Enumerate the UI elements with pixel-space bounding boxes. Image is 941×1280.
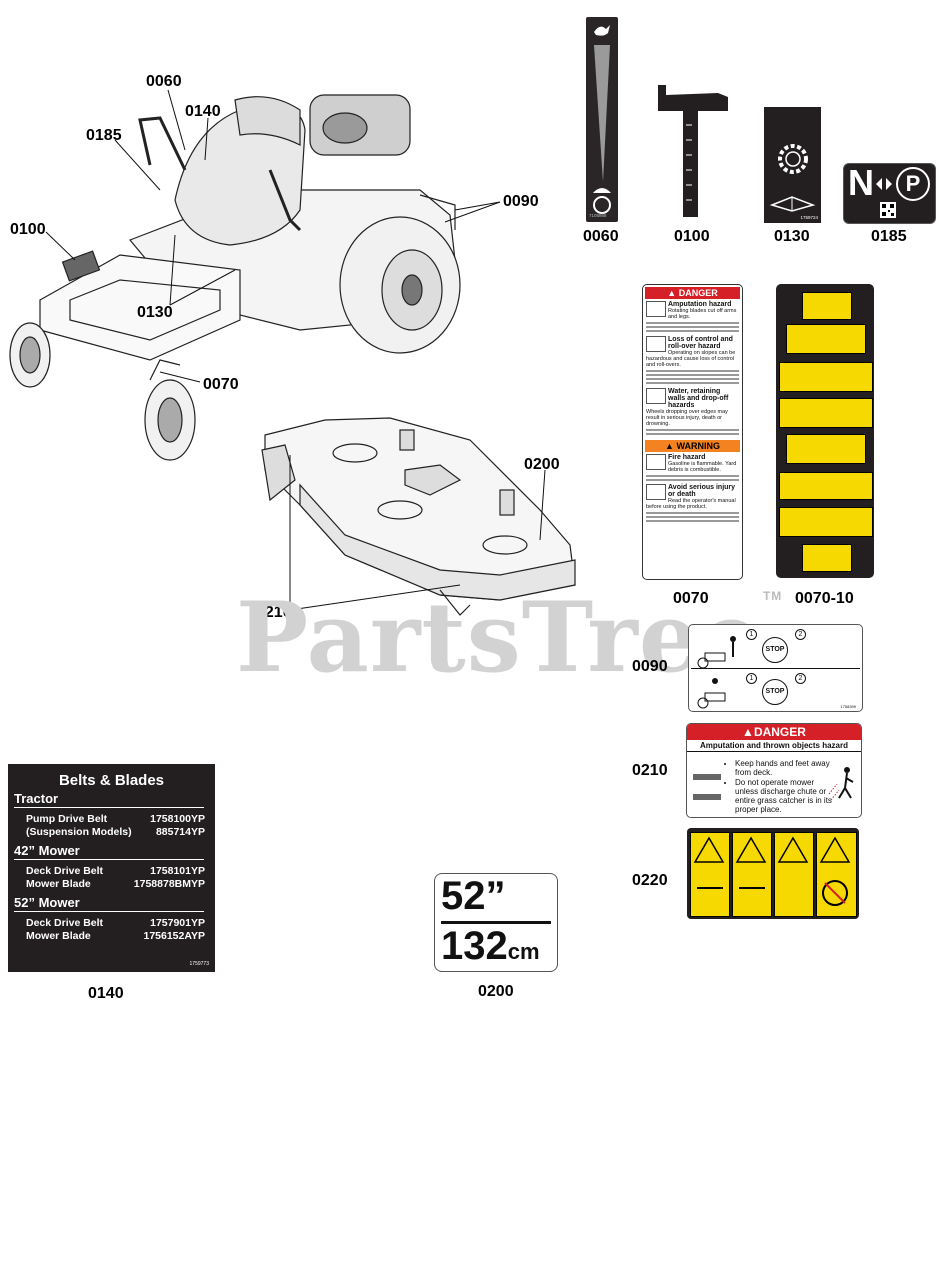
decal-0090-code: 1758399	[840, 704, 856, 709]
step-1-marker-b: 1	[746, 673, 757, 684]
danger-header: ▲ DANGER	[645, 287, 740, 299]
danger-header-0210: ▲DANGER	[687, 724, 861, 740]
decal-0140-code: 1759773	[189, 961, 209, 967]
decal-0090-stop: 1 STOP 2 1 STOP 2 1758399	[688, 624, 863, 712]
decal-0130-code: 1759724	[800, 215, 818, 220]
callout-0185: 0185	[86, 127, 122, 144]
qr-code-icon	[880, 202, 896, 218]
label-0100: 0100	[674, 228, 710, 245]
warning-header: ▲ WARNING	[645, 440, 740, 452]
callout-0140: 0140	[185, 103, 221, 120]
neutral-letter: N	[848, 162, 874, 203]
mower-tractor-drawing	[9, 94, 461, 461]
decal-0100-slope-gauge	[658, 85, 728, 217]
section-tractor: Tractor	[14, 791, 204, 808]
label-0200: 0200	[478, 983, 514, 1000]
decal-0210-subtitle: Amputation and thrown objects hazard	[687, 740, 861, 752]
pictogram-row-2	[786, 324, 866, 354]
bullet-keep-away: Keep hands and feet away from deck.	[735, 759, 835, 777]
label-0220: 0220	[632, 872, 668, 889]
decal-0210-danger: ▲DANGER Amputation and thrown objects ha…	[686, 723, 862, 818]
callout-0210: 0210	[256, 604, 292, 621]
slope-gauge-shape	[658, 85, 728, 217]
label-0070-10: 0070-10	[795, 590, 854, 607]
park-circle: P	[896, 167, 930, 201]
callout-0130: 0130	[137, 304, 173, 321]
label-0210: 0210	[632, 762, 668, 779]
pictogram-row-8	[802, 544, 852, 572]
decal-0070-10-pictogram	[776, 284, 874, 578]
pictogram-panel-4	[816, 832, 857, 917]
label-0130: 0130	[774, 228, 810, 245]
warning-triangle-icons	[693, 836, 851, 906]
section-42-mower: 42” Mower	[14, 843, 204, 860]
decal-0060-code: 7105868	[589, 213, 607, 218]
callout-0060: 0060	[146, 73, 182, 90]
rabbit-turtle-icon	[593, 25, 611, 214]
deck-size-inches: 52”	[441, 874, 506, 918]
divider	[691, 668, 860, 669]
pictogram-panel-3	[774, 832, 814, 917]
pictogram-row-3	[779, 362, 873, 392]
decal-0185-neutral-park: N P	[843, 162, 936, 224]
pictogram-row-6	[779, 472, 873, 500]
label-0070: 0070	[673, 590, 709, 607]
decal-0060-speed-control: 7105868	[586, 17, 618, 222]
decal-0220-pictograms	[687, 828, 859, 919]
pictogram-row-7	[779, 507, 873, 537]
decal-0200-deck-size: 52” 132cm	[434, 873, 558, 972]
leader-lines	[45, 89, 546, 611]
step-1-marker: 1	[746, 629, 757, 640]
pictogram-row-5	[786, 434, 866, 464]
deck-size-divider	[441, 921, 551, 924]
operator-mower-icon	[697, 636, 736, 709]
callout-0100: 0100	[10, 221, 46, 238]
part-row: (Suspension Models)885714YP	[26, 826, 205, 838]
belts-title: Belts & Blades	[58, 772, 165, 789]
pictogram-row-1	[802, 292, 852, 320]
section-52-mower: 52” Mower	[14, 895, 204, 912]
decal-0210-bullets: Keep hands and feet away from deck. Do n…	[725, 759, 835, 815]
thrown-objects-icon	[828, 767, 854, 801]
label-0140: 0140	[88, 985, 124, 1002]
hand-foot-blade-icon	[693, 774, 721, 800]
label-0090: 0090	[632, 658, 668, 675]
switch-arrow-icon	[876, 178, 892, 190]
pictogram-panel-1	[690, 832, 730, 917]
pictogram-panel-2	[732, 832, 772, 917]
bullet-discharge-chute: Do not operate mower unless discharge ch…	[735, 778, 835, 814]
stop-sign-top: STOP	[762, 637, 788, 663]
step-2-marker-b: 2	[795, 673, 806, 684]
pictogram-row-4	[779, 398, 873, 428]
callout-0200: 0200	[524, 456, 560, 473]
label-0185: 0185	[871, 228, 907, 245]
stop-sign-bottom: STOP	[762, 679, 788, 705]
mower-deck-drawing	[261, 417, 576, 616]
deck-size-cm: 132cm	[441, 924, 540, 968]
gear-book-icon	[769, 144, 816, 212]
step-2-marker: 2	[795, 629, 806, 640]
hazard-water-dropoff: Water, retaining walls and drop-off haza…	[646, 388, 739, 435]
decal-0130-maintenance: 1759724	[764, 107, 821, 223]
partstree-watermark: PartsTreeTM	[236, 581, 783, 694]
callout-0070: 0070	[203, 376, 239, 393]
callout-0090: 0090	[503, 193, 539, 210]
label-0060: 0060	[583, 228, 619, 245]
